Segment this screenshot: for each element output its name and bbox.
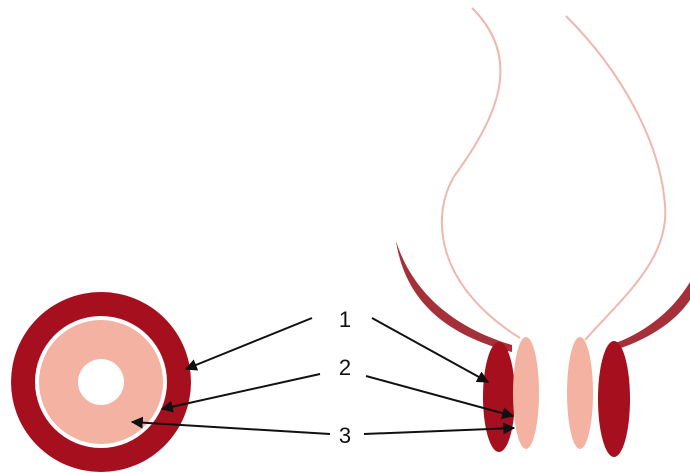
right-levator-muscle: [610, 282, 690, 351]
cross-section: [11, 292, 191, 472]
left-external-sphincter: [483, 342, 515, 452]
right-wall-outline: [566, 16, 665, 340]
arrow-1-left: [186, 318, 312, 369]
longitudinal-section: [396, 8, 690, 457]
arrow-1-right: [372, 318, 488, 382]
left-wall-outline: [442, 8, 520, 338]
lumen: [78, 359, 124, 405]
labels: 1 2 3: [339, 307, 351, 448]
label-3: 3: [339, 423, 351, 448]
left-levator-muscle: [396, 241, 512, 352]
right-external-sphincter: [598, 341, 630, 457]
label-2: 2: [339, 355, 351, 380]
right-internal-sphincter: [567, 337, 593, 449]
label-1: 1: [339, 307, 351, 332]
left-internal-sphincter: [513, 337, 539, 449]
